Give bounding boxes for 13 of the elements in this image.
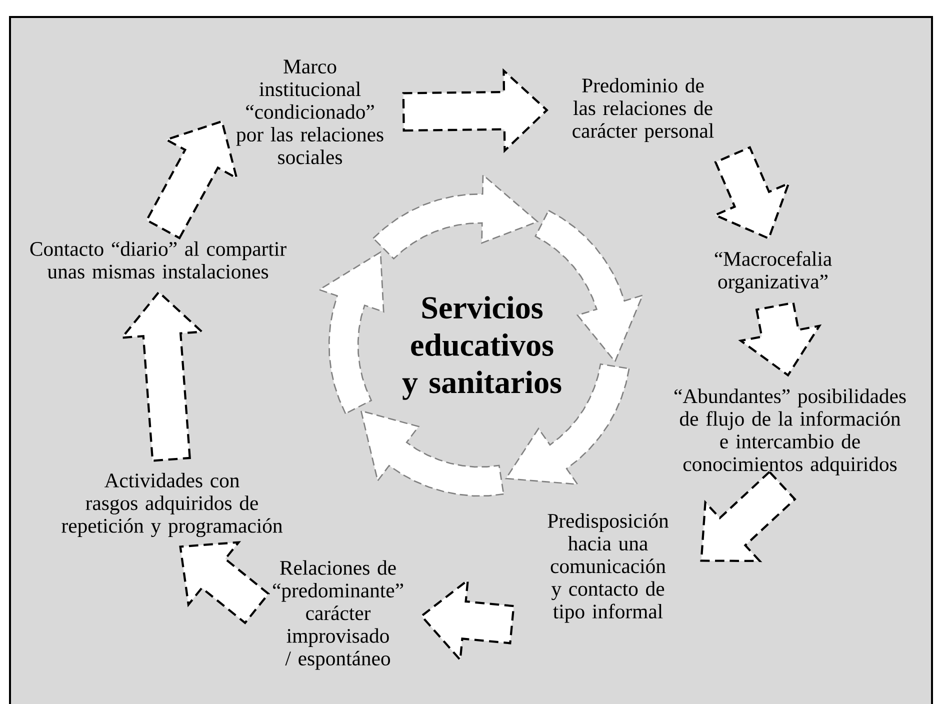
text-label: “Macrocefalia organizativa” — [714, 251, 832, 293]
text-label: Actividades con rasgos adquiridos de repetición y programación — [62, 472, 282, 538]
block-arrow — [420, 578, 515, 662]
block-arrow — [402, 68, 548, 154]
block-arrow — [120, 290, 204, 462]
text-label: Relaciones de “predominante” carácter improvisado / espontáneo — [273, 560, 404, 670]
text-label: Predominio de las relaciones de carácter personal — [572, 78, 714, 142]
block-arrow — [738, 302, 822, 377]
text-label: Contacto “diario” al compartir unas mismas instalaciones — [30, 241, 286, 279]
text-label: Predisposición hacia una comunicación y contacto de tipo informal — [548, 513, 669, 623]
text-label: “Abundantes” posibilidades de flujo de la información e intercambio de conocimientos adquiridos — [674, 388, 906, 476]
text-label: Marco institucional “condicionado” por las relaciones sociales — [236, 60, 384, 164]
center-title: Servicios educativos y sanitarios — [402, 296, 562, 400]
